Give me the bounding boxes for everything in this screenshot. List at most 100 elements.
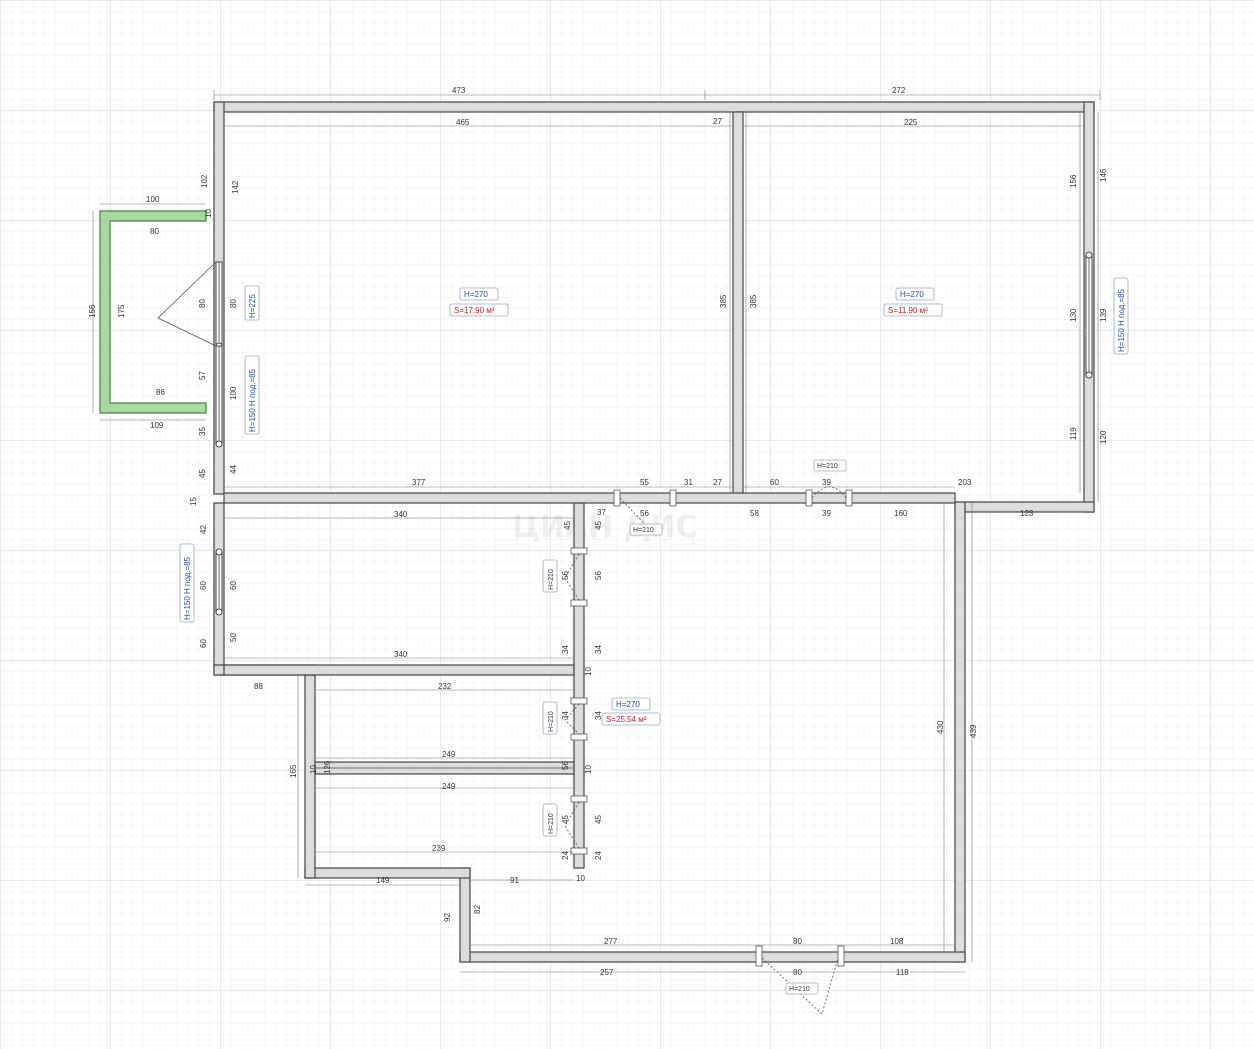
svg-text:50: 50 — [229, 633, 238, 642]
doors — [157, 261, 853, 1015]
svg-text:91: 91 — [510, 876, 519, 885]
svg-text:S=17.90 м²: S=17.90 м² — [454, 306, 495, 315]
svg-text:88: 88 — [254, 682, 263, 691]
opening-labels: H=225 H=150 H под.=85 H=150 H под.=85 H=… — [179, 277, 1129, 995]
svg-text:439: 439 — [969, 724, 978, 738]
svg-text:340: 340 — [394, 650, 408, 659]
svg-text:109: 109 — [150, 421, 164, 430]
dimension-lines — [92, 90, 1101, 973]
svg-text:340: 340 — [394, 510, 408, 519]
svg-text:56: 56 — [561, 761, 570, 770]
svg-text:42: 42 — [199, 525, 208, 534]
svg-text:165: 165 — [289, 764, 298, 778]
svg-text:119: 119 — [1069, 427, 1078, 440]
svg-text:465: 465 — [456, 118, 470, 127]
svg-text:45: 45 — [594, 815, 603, 824]
svg-text:H=270: H=270 — [616, 700, 640, 709]
svg-text:126: 126 — [323, 760, 332, 774]
svg-text:24: 24 — [561, 851, 570, 860]
svg-text:S=11.90 м²: S=11.90 м² — [888, 306, 928, 315]
dimension-labels: 473 272 465 225 27 385 385 377 55 31 27 … — [88, 86, 1108, 977]
svg-text:56: 56 — [561, 571, 570, 580]
svg-text:385: 385 — [719, 294, 728, 308]
svg-text:10: 10 — [584, 667, 593, 676]
windows — [215, 251, 1093, 616]
svg-text:146: 146 — [1099, 168, 1108, 182]
svg-text:55: 55 — [640, 478, 649, 487]
svg-text:H=225: H=225 — [248, 294, 257, 318]
svg-text:H=210: H=210 — [633, 527, 654, 534]
svg-text:156: 156 — [1069, 174, 1078, 188]
svg-text:34: 34 — [594, 645, 603, 654]
svg-text:277: 277 — [604, 937, 618, 946]
svg-text:34: 34 — [561, 645, 570, 654]
svg-text:249: 249 — [442, 782, 456, 791]
svg-text:160: 160 — [894, 509, 908, 518]
svg-text:45: 45 — [198, 469, 207, 478]
svg-text:H=150 H под.=85: H=150 H под.=85 — [183, 556, 192, 620]
svg-text:142: 142 — [231, 180, 240, 194]
watermark: ЦИАН ДИС — [512, 510, 698, 545]
room-label-room2: H=270 S=11.90 м² — [883, 287, 943, 317]
svg-text:10: 10 — [584, 765, 593, 774]
svg-text:39: 39 — [822, 478, 831, 487]
svg-text:57: 57 — [198, 371, 207, 380]
svg-text:149: 149 — [376, 876, 390, 885]
svg-text:80: 80 — [150, 227, 159, 236]
svg-text:45: 45 — [594, 521, 603, 530]
svg-text:80: 80 — [198, 299, 207, 308]
svg-text:39: 39 — [822, 509, 831, 518]
svg-text:45: 45 — [563, 521, 572, 530]
svg-text:100: 100 — [146, 195, 160, 204]
svg-text:139: 139 — [1099, 308, 1108, 322]
svg-text:H=270: H=270 — [900, 290, 924, 299]
svg-text:24: 24 — [594, 851, 603, 860]
svg-text:H=150 H под.=85: H=150 H под.=85 — [1117, 288, 1126, 352]
svg-text:385: 385 — [749, 294, 758, 308]
svg-text:272: 272 — [892, 86, 906, 95]
svg-text:123: 123 — [1020, 509, 1034, 518]
svg-text:58: 58 — [750, 509, 759, 518]
svg-text:232: 232 — [438, 682, 452, 691]
svg-text:27: 27 — [713, 478, 722, 487]
svg-text:S=25.54 м²: S=25.54 м² — [606, 715, 647, 724]
svg-text:86: 86 — [156, 388, 165, 397]
svg-text:102: 102 — [200, 174, 209, 188]
svg-text:203: 203 — [958, 478, 972, 487]
svg-text:31: 31 — [684, 478, 693, 487]
svg-text:H=210: H=210 — [548, 569, 555, 590]
svg-text:108: 108 — [890, 937, 904, 946]
svg-text:239: 239 — [432, 844, 446, 853]
room-label-corridor: H=270 S=25.54 м² — [601, 697, 661, 726]
svg-text:45: 45 — [561, 815, 570, 824]
svg-text:10: 10 — [576, 874, 585, 883]
svg-text:430: 430 — [936, 720, 945, 734]
inner-walls — [223, 111, 956, 869]
svg-text:15: 15 — [189, 497, 198, 506]
svg-text:92: 92 — [443, 913, 452, 922]
svg-text:80: 80 — [793, 968, 802, 977]
svg-text:60: 60 — [199, 639, 208, 648]
svg-text:473: 473 — [452, 86, 466, 95]
svg-text:H=210: H=210 — [548, 813, 555, 834]
svg-text:34: 34 — [594, 711, 603, 720]
svg-text:56: 56 — [594, 571, 603, 580]
svg-text:27: 27 — [713, 117, 722, 126]
svg-text:225: 225 — [904, 118, 918, 127]
svg-text:130: 130 — [1069, 308, 1078, 322]
svg-text:H=150 H под.=85: H=150 H под.=85 — [248, 368, 257, 432]
svg-text:H=210: H=210 — [548, 711, 555, 732]
svg-text:60: 60 — [770, 478, 779, 487]
room-label-room1: H=270 S=17.90 м² — [449, 287, 509, 317]
svg-text:H=210: H=210 — [817, 463, 838, 470]
svg-text:377: 377 — [412, 478, 426, 487]
svg-text:80: 80 — [229, 299, 238, 308]
svg-text:37: 37 — [597, 508, 606, 517]
svg-text:156: 156 — [88, 304, 97, 318]
svg-text:118: 118 — [896, 968, 909, 977]
svg-text:120: 120 — [1099, 430, 1108, 444]
svg-text:44: 44 — [229, 465, 238, 474]
svg-text:35: 35 — [198, 427, 207, 436]
